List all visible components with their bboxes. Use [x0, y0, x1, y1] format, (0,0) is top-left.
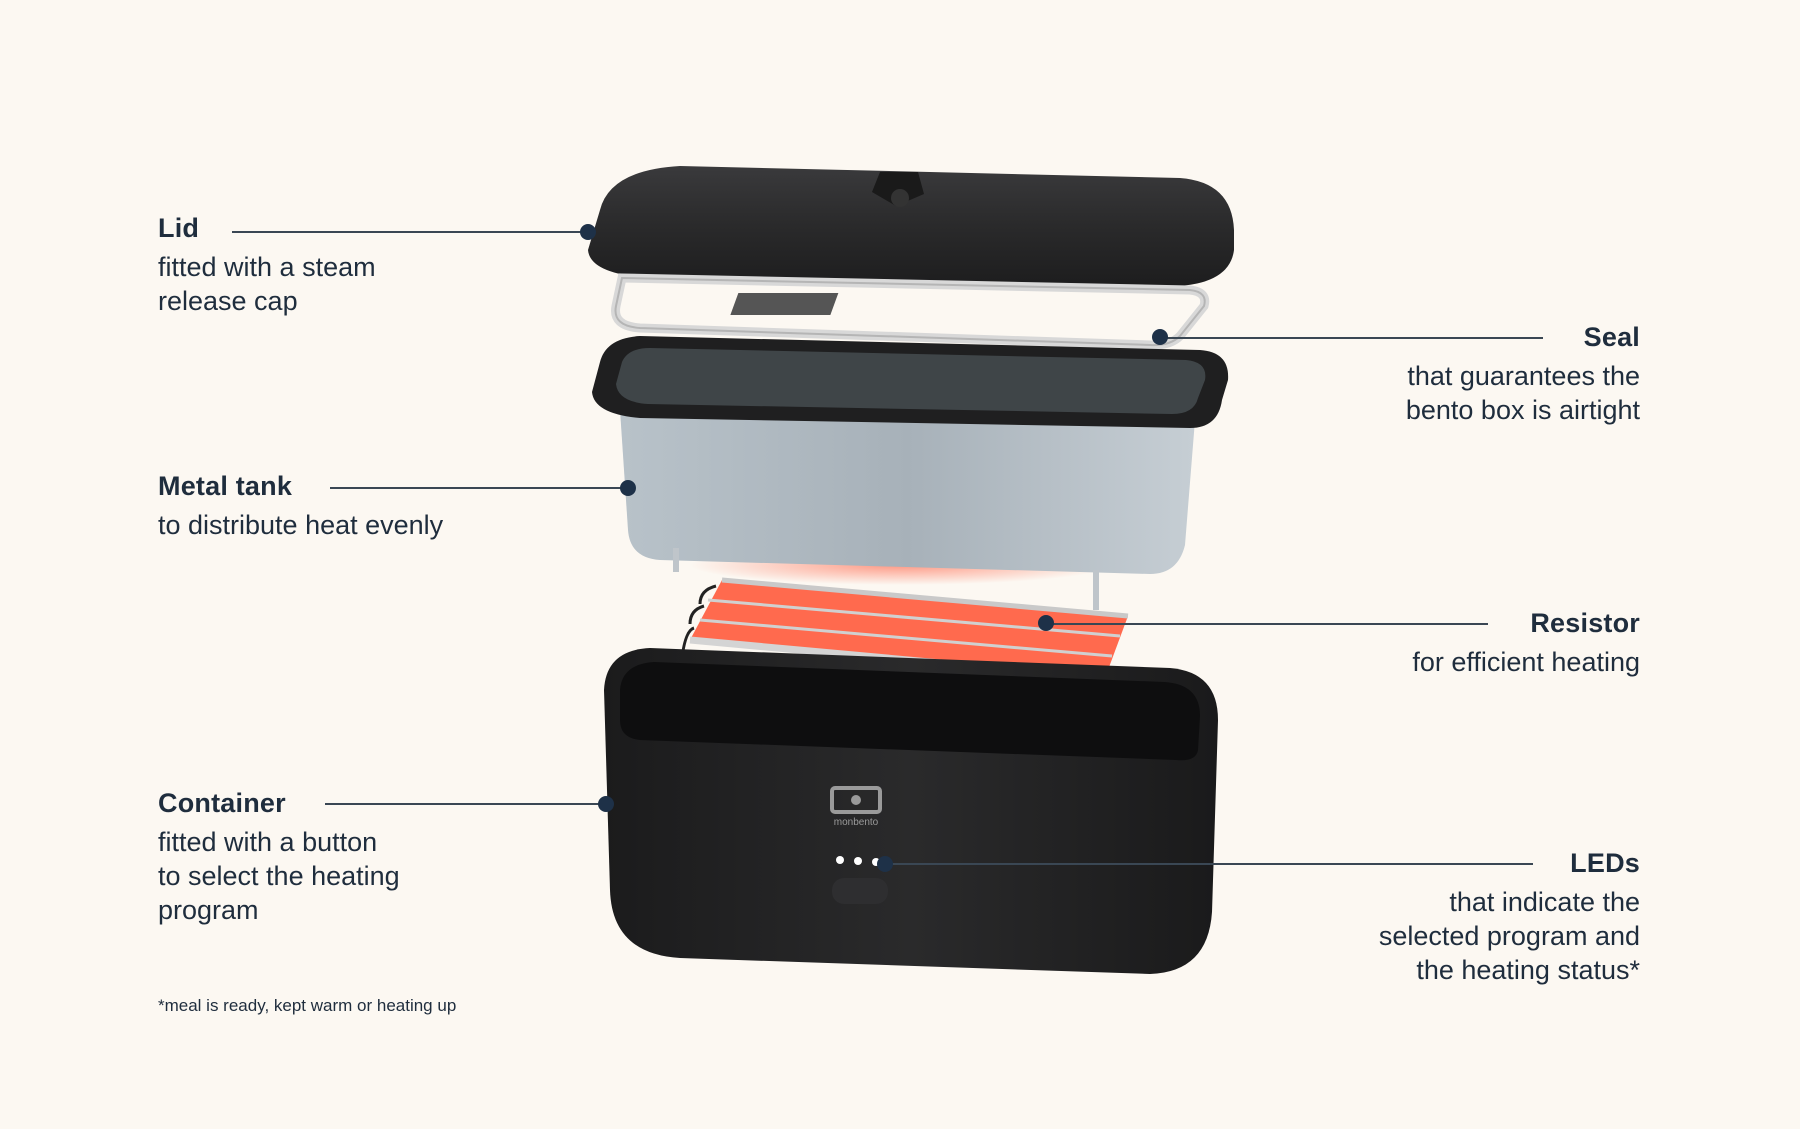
- callout-lid: Lid fitted with a steam release cap: [158, 212, 376, 318]
- callout-resistor-title: Resistor: [1530, 608, 1640, 638]
- resistor-leader-line: [1046, 623, 1488, 625]
- callout-container-title: Container: [158, 788, 286, 818]
- callout-container-desc-2: to select the heating: [158, 861, 400, 891]
- resistor-leader-dot: [1038, 615, 1054, 631]
- callout-lid-title: Lid: [158, 213, 200, 243]
- container-leader-dot: [598, 796, 614, 812]
- callout-lid-desc-1: fitted with a steam: [158, 252, 376, 282]
- seal-leader-line: [1160, 337, 1543, 339]
- footnote: *meal is ready, kept warm or heating up: [158, 996, 457, 1015]
- seal-leader-dot: [1152, 329, 1168, 345]
- seal-illustration: [611, 273, 1210, 350]
- lid-illustration: [588, 166, 1234, 286]
- callout-lid-desc-2: release cap: [158, 286, 298, 316]
- led-2-icon: [854, 857, 862, 865]
- lid-leader-dot: [580, 224, 596, 240]
- callout-metal-tank: Metal tank to distribute heat evenly: [158, 470, 443, 542]
- leds-leader-line: [885, 863, 1533, 865]
- callout-seal-desc-1: that guarantees the: [1407, 361, 1640, 391]
- led-1-icon: [836, 856, 844, 864]
- callout-leds-desc-1: that indicate the: [1449, 887, 1640, 917]
- callout-leds-desc-3: the heating status*: [1416, 955, 1640, 985]
- callout-container-desc-3: program: [158, 895, 259, 925]
- callout-seal-desc-2: bento box is airtight: [1405, 395, 1640, 425]
- lid-leader-line: [232, 231, 588, 233]
- callout-container-desc-1: fitted with a button: [158, 827, 378, 857]
- metal-tank-leader-line: [330, 487, 628, 489]
- container-leader-line: [325, 803, 606, 805]
- callout-seal: Seal that guarantees the bento box is ai…: [1406, 321, 1640, 427]
- callout-leds-title: LEDs: [1570, 848, 1640, 878]
- callout-container: Container fitted with a button to select…: [158, 787, 400, 927]
- callout-leds-desc-2: selected program and: [1378, 921, 1640, 951]
- callout-resistor: Resistor for efficient heating: [1412, 607, 1640, 679]
- container-illustration: monbento: [604, 648, 1218, 974]
- callout-metal-tank-title: Metal tank: [158, 471, 293, 501]
- monbento-logo-icon: monbento: [830, 786, 882, 828]
- callout-seal-title: Seal: [1583, 322, 1640, 352]
- svg-text:monbento: monbento: [834, 817, 879, 828]
- callout-resistor-desc-1: for efficient heating: [1412, 647, 1640, 677]
- program-button: [832, 878, 888, 904]
- metal-tank-illustration: [592, 336, 1229, 610]
- callout-leds: LEDs that indicate the selected program …: [1379, 847, 1640, 987]
- leds-leader-dot: [877, 856, 893, 872]
- metal-tank-leader-dot: [620, 480, 636, 496]
- callout-metal-tank-desc-1: to distribute heat evenly: [158, 510, 444, 540]
